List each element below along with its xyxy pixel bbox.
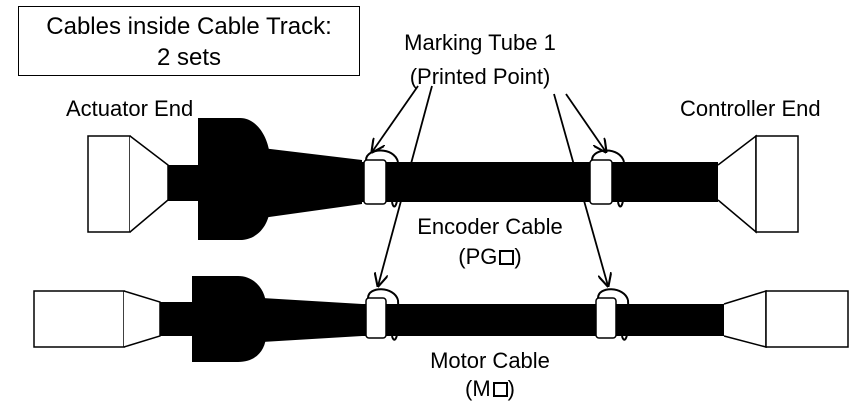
motor-actuator-cone	[123, 290, 161, 348]
arrow-to-encoder-tube-right	[565, 93, 606, 152]
encoder-strain-relief	[262, 148, 362, 218]
cables-count-title: Cables inside Cable Track:	[46, 13, 332, 40]
marking-tube-label-line1: Marking Tube 1	[404, 30, 556, 55]
encoder-controller-connector-box	[755, 135, 799, 233]
motor-cable	[33, 276, 849, 362]
arrow-to-encoder-tube-left	[372, 85, 419, 152]
marking-tube-label-line2: (Printed Point)	[409, 64, 551, 89]
motor-controller-connector-box	[765, 290, 849, 348]
encoder-actuator-cone	[129, 135, 169, 233]
encoder-controller-cone	[717, 134, 757, 234]
motor-strain-relief	[262, 298, 362, 342]
encoder-code-prefix: (PG	[458, 244, 498, 269]
encoder-code-suffix: )	[514, 244, 522, 269]
encoder-cable-label: Encoder Cable (PG)	[400, 214, 580, 270]
marking-tube-label: Marking Tube 1 (Printed Point)	[400, 30, 560, 90]
encoder-marking-tube-right	[589, 149, 626, 208]
encoder-cable-name: Encoder Cable	[417, 214, 563, 239]
motor-cable-label: Motor Cable (M)	[408, 348, 572, 402]
encoder-cable-body	[360, 162, 718, 202]
encoder-actuator-connector-box	[87, 135, 131, 233]
arrow-to-motor-tube-left	[378, 85, 433, 286]
encoder-cable-code: (PG)	[400, 244, 580, 270]
actuator-end-label: Actuator End	[66, 96, 194, 121]
motor-marking-tube-right	[595, 288, 630, 341]
arrow-to-motor-tube-right	[553, 93, 608, 286]
motor-cable-name: Motor Cable	[430, 348, 550, 373]
motor-code-suffix: )	[507, 376, 515, 401]
marking-tube-arrows	[372, 85, 608, 286]
encoder-molded-connector	[198, 118, 270, 240]
placeholder-square-icon	[499, 250, 515, 265]
encoder-cable	[87, 118, 799, 240]
motor-actuator-connector-box	[33, 290, 125, 348]
placeholder-square-icon	[492, 382, 508, 397]
motor-controller-cone	[723, 289, 767, 348]
motor-marking-tube-left	[365, 288, 400, 341]
motor-cable-body	[360, 304, 724, 336]
motor-molded-connector	[192, 276, 266, 362]
motor-code-prefix: (M	[465, 376, 491, 401]
controller-end-label: Controller End	[680, 96, 821, 121]
cables-count-value: 2 sets	[156, 44, 222, 71]
cables-count-box: Cables inside Cable Track: 2 sets	[18, 6, 360, 76]
motor-cable-code: (M)	[408, 376, 572, 402]
